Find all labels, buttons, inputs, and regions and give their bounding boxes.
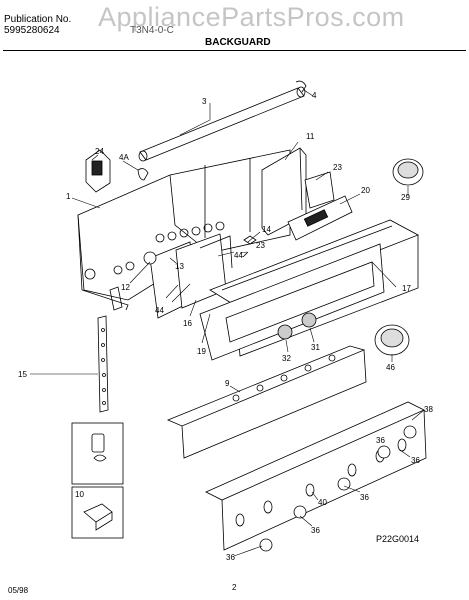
callout-24: 24 — [95, 147, 104, 156]
callout-4a: 4A — [119, 153, 129, 162]
callout-19: 19 — [197, 347, 206, 356]
callout-38: 38 — [424, 405, 433, 414]
callout-10: 10 — [75, 490, 84, 499]
publication-number: 5995280624 — [4, 25, 60, 36]
footer-date: 05/98 — [8, 586, 29, 595]
part-clock-20 — [287, 195, 353, 241]
callout-1: 1 — [66, 192, 71, 201]
callout-20: 20 — [361, 186, 370, 195]
part-wire-strip — [97, 315, 109, 413]
part-bracket — [261, 147, 335, 236]
part-lower-panel — [166, 345, 367, 459]
callout-44-lower: 44 — [155, 306, 164, 315]
part-backguard-housing — [77, 149, 291, 311]
callout-36-a: 36 — [411, 456, 420, 465]
page-number: 2 — [232, 583, 237, 592]
callout-46: 46 — [386, 363, 395, 372]
callout-labels: 3 4 4A 24 1 11 23 20 29 14 23 44 13 12 4… — [18, 91, 433, 562]
inset-box-upper — [71, 422, 124, 485]
callout-31: 31 — [311, 343, 320, 352]
callout-40: 40 — [318, 498, 327, 507]
callout-14: 14 — [262, 225, 271, 234]
callout-36-e: 36 — [376, 436, 385, 445]
publication-label: Publication No. — [4, 14, 72, 25]
inset-box-10 — [71, 486, 124, 539]
part-23-screw — [242, 251, 249, 258]
part-knob-46 — [374, 324, 410, 356]
callout-4: 4 — [312, 91, 317, 100]
model-number: T3N4-0-C — [130, 25, 174, 36]
callout-23-top: 23 — [333, 163, 342, 172]
callout-17: 17 — [402, 284, 411, 293]
section-title: BACKGUARD — [205, 37, 271, 48]
part-tube — [138, 86, 306, 162]
part-knob-29 — [392, 158, 424, 186]
part-control-bracket — [143, 233, 233, 319]
callout-11: 11 — [306, 132, 315, 141]
part-switch-24 — [85, 149, 111, 193]
watermark: AppliancePartsPros.com — [98, 2, 405, 32]
callout-36-c: 36 — [311, 526, 320, 535]
callout-16: 16 — [183, 319, 192, 328]
part-clip — [295, 80, 307, 93]
callout-29: 29 — [401, 193, 410, 202]
callout-44-upper: 44 — [234, 251, 243, 260]
callout-9: 9 — [225, 379, 230, 388]
part-14 — [243, 235, 257, 245]
part-clip-4a — [137, 168, 149, 181]
leader-lines — [30, 89, 425, 557]
callout-12: 12 — [121, 283, 130, 292]
part-control-panel — [199, 243, 385, 361]
callout-32: 32 — [282, 354, 291, 363]
callout-36-d: 36 — [226, 553, 235, 562]
callout-15: 15 — [18, 370, 27, 379]
callout-13: 13 — [175, 262, 184, 271]
callout-36-b: 36 — [360, 493, 369, 502]
drawing-id: P22G0014 — [376, 534, 420, 544]
callout-23-mid: 23 — [256, 241, 265, 250]
part-knobs-31-32 — [277, 312, 317, 340]
header-rule — [3, 50, 466, 51]
callout-3: 3 — [202, 97, 207, 106]
